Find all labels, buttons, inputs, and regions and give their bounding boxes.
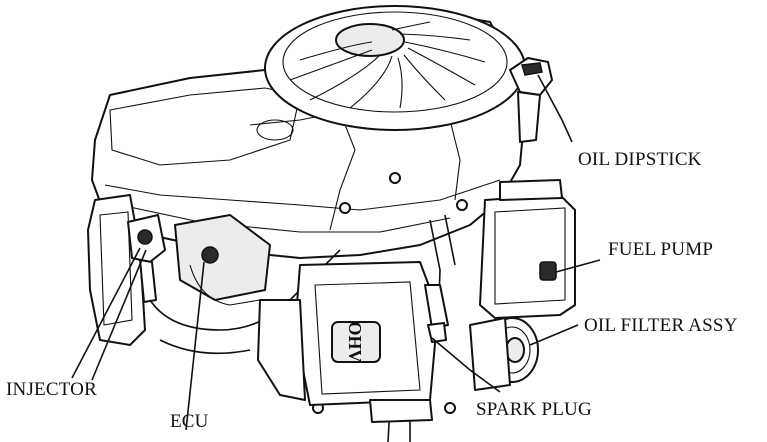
oil-filter — [469, 317, 539, 391]
fuel-pump — [479, 179, 576, 319]
label-ecu: ECU — [170, 411, 209, 432]
fan-screen — [264, 5, 526, 131]
label-injector: INJECTOR — [6, 379, 97, 400]
ecu-body — [174, 214, 271, 306]
oil-dipstick — [509, 57, 553, 143]
label-spark-plug: SPARK PLUG — [476, 399, 592, 420]
spark-plug — [424, 284, 449, 343]
crankcase — [257, 299, 433, 442]
valve-cover: OHV — [294, 261, 439, 406]
injector-body — [127, 214, 166, 303]
label-oil-filter-assy: OIL FILTER ASSY — [584, 315, 738, 336]
valve-cover-marking: OHV — [345, 321, 365, 362]
label-oil-dipstick: OIL DIPSTICK — [578, 149, 702, 170]
leader-lines — [71, 74, 601, 431]
label-fuel-pump: FUEL PUMP — [608, 239, 714, 260]
